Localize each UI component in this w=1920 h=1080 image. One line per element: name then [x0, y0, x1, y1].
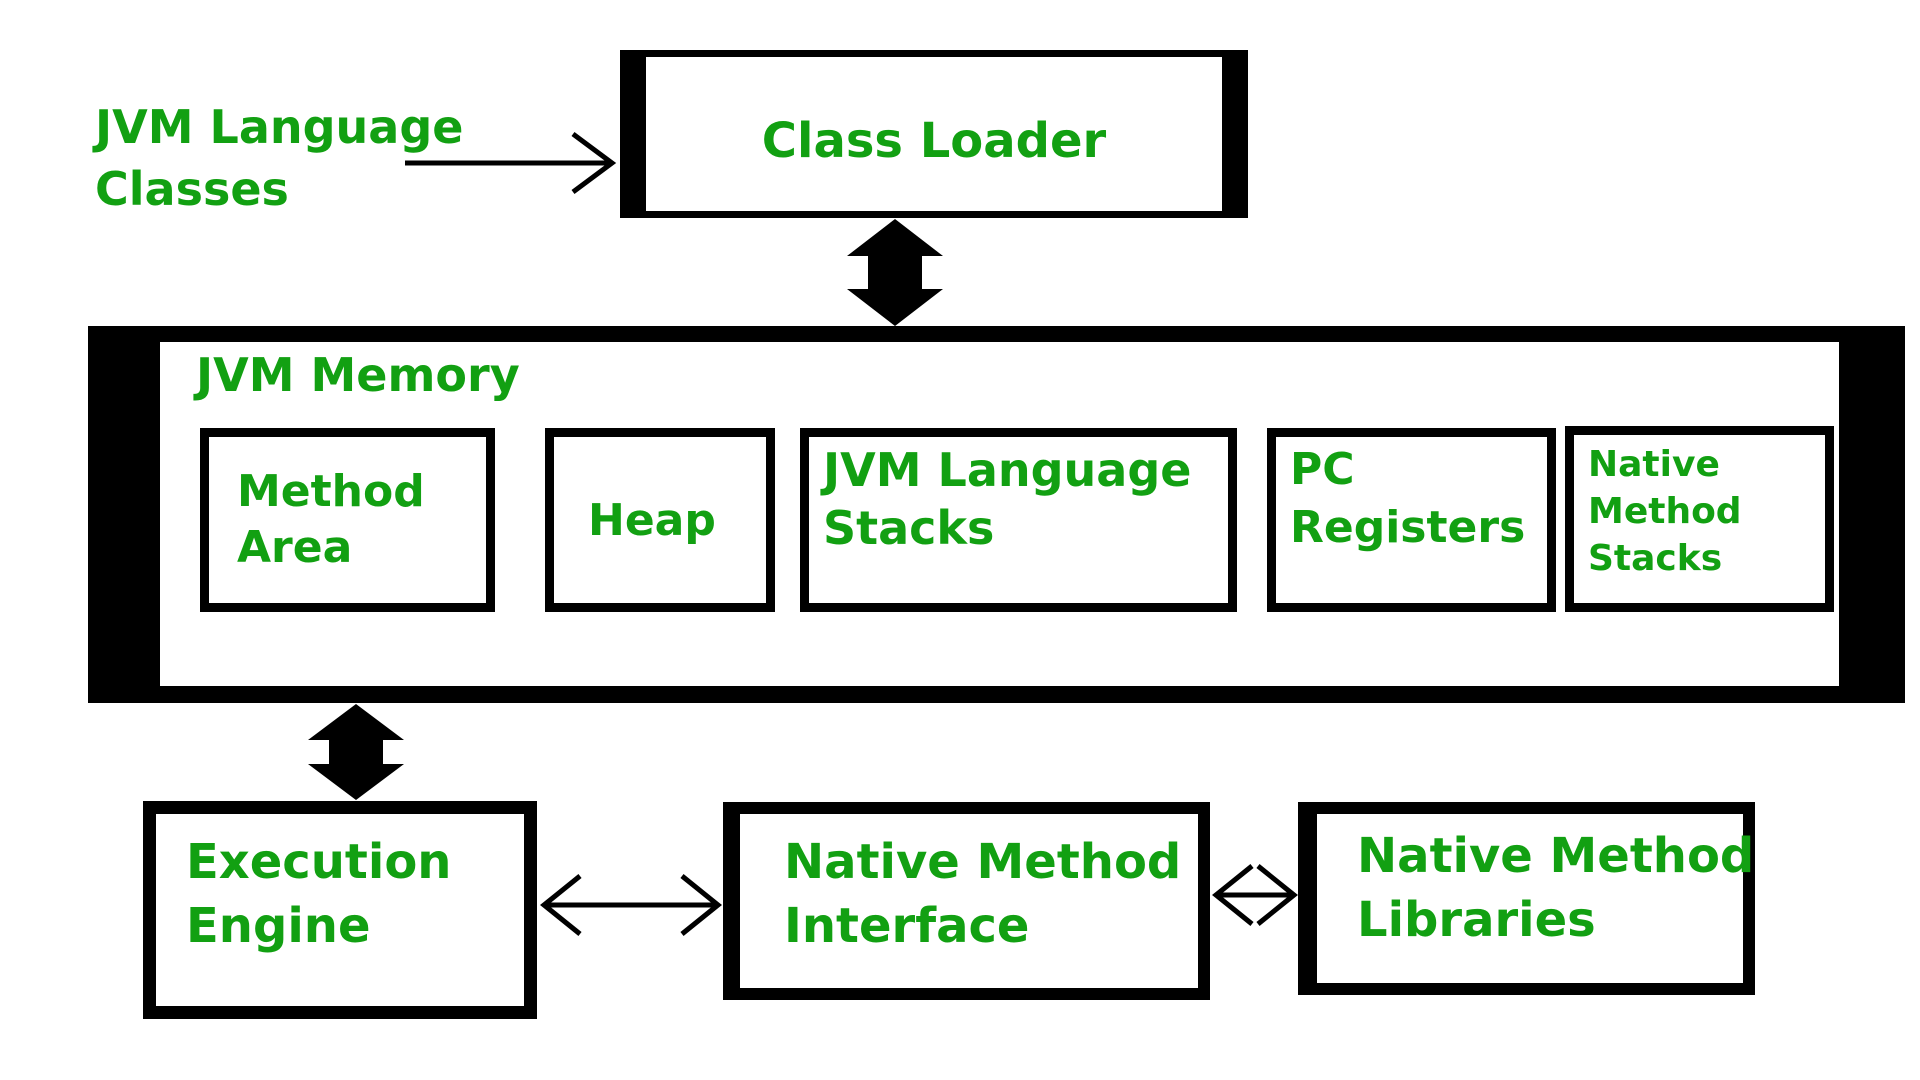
- execution-engine-box: Execution Engine: [143, 801, 537, 1019]
- class-loader-label: Class Loader: [761, 113, 1107, 169]
- heap-box: Heap: [545, 428, 775, 612]
- native-method-stacks-box: Native Method Stacks: [1565, 426, 1834, 612]
- jvm-language-stacks-line1: JVM Language: [823, 443, 1192, 497]
- native-method-stacks-line1: Native: [1588, 444, 1720, 485]
- native-method-libraries-line1: Native Method: [1357, 828, 1755, 884]
- execution-engine-line2: Engine: [186, 898, 371, 954]
- class-loader-box: Class Loader: [620, 50, 1248, 218]
- jvm-memory-label: JVM Memory: [196, 348, 520, 402]
- jvm-language-stacks-line2: Stacks: [823, 501, 995, 555]
- native-method-interface-line2: Interface: [784, 898, 1030, 954]
- jvm-language-classes-line2: Classes: [95, 162, 289, 216]
- execution-engine-line1: Execution: [186, 834, 452, 890]
- native-method-interface-box: Native Method Interface: [723, 802, 1210, 1000]
- jvm-language-classes-line1: JVM Language: [95, 100, 464, 154]
- jvm-memory-box: JVM Memory Method Area Heap JVM Language…: [88, 326, 1905, 703]
- pc-registers-line2: Registers: [1290, 502, 1526, 553]
- method-area-line2: Area: [237, 522, 353, 573]
- heap-label: Heap: [588, 494, 716, 546]
- jvm-language-classes-label: JVM Language Classes: [95, 96, 463, 220]
- native-method-stacks-line3: Stacks: [1588, 538, 1723, 579]
- jvm-language-stacks-box: JVM Language Stacks: [800, 428, 1237, 612]
- method-area-line1: Method: [237, 466, 425, 517]
- pc-registers-line1: PC: [1290, 444, 1355, 495]
- thick-double-arrow-memory-execution-icon: [308, 704, 404, 800]
- native-method-interface-line1: Native Method: [784, 834, 1182, 890]
- double-arrow-nmi-libraries-icon: [1212, 864, 1298, 926]
- method-area-box: Method Area: [200, 428, 495, 612]
- native-method-libraries-line2: Libraries: [1357, 892, 1596, 948]
- native-method-stacks-line2: Method: [1588, 491, 1742, 532]
- pc-registers-box: PC Registers: [1267, 428, 1556, 612]
- native-method-libraries-box: Native Method Libraries: [1298, 802, 1755, 995]
- thick-double-arrow-classloader-memory-icon: [847, 219, 943, 326]
- double-arrow-execution-nmi-icon: [540, 874, 722, 936]
